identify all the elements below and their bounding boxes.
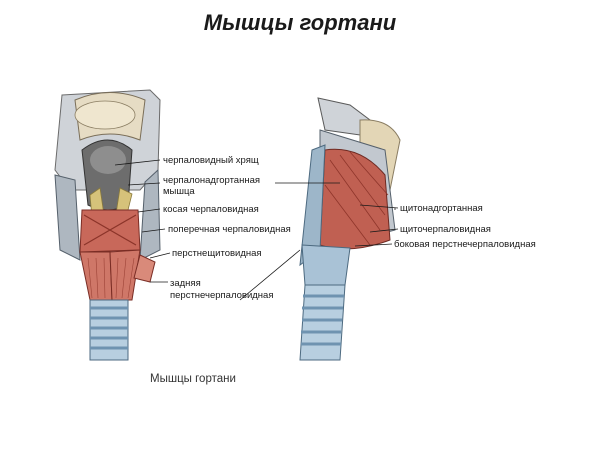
label-aryepiglottic-muscle: мышца <box>163 186 195 197</box>
lateral-view-figure <box>299 97 401 361</box>
leader-lines <box>114 159 399 301</box>
label-aryepiglottic: черпалонадгортанная <box>163 175 261 186</box>
label-transverse-arytenoid: поперечная черпаловидная <box>168 224 291 235</box>
label-arytenoid-cartilage: черпаловидный хрящ <box>163 155 259 166</box>
label-posterior-cricoarytenoid: перстнечерпаловидная <box>170 290 274 301</box>
label-lateral-cricoarytenoid: боковая перстнечерпаловидная <box>394 239 536 250</box>
label-thyroepiglottic: щитонадгортанная <box>400 203 483 214</box>
diagram-title: Мышцы гортани <box>203 10 397 35</box>
label-cricothyroid: перстнещитовидная <box>172 248 262 259</box>
label-oblique-arytenoid: косая черпаловидная <box>163 204 259 215</box>
label-posterior: задняя <box>170 278 201 289</box>
label-thyroarytenoid: щиточерпаловидная <box>400 224 491 235</box>
figure-caption: Мышцы гортани <box>150 373 236 385</box>
posterior-view-figure <box>54 89 161 361</box>
